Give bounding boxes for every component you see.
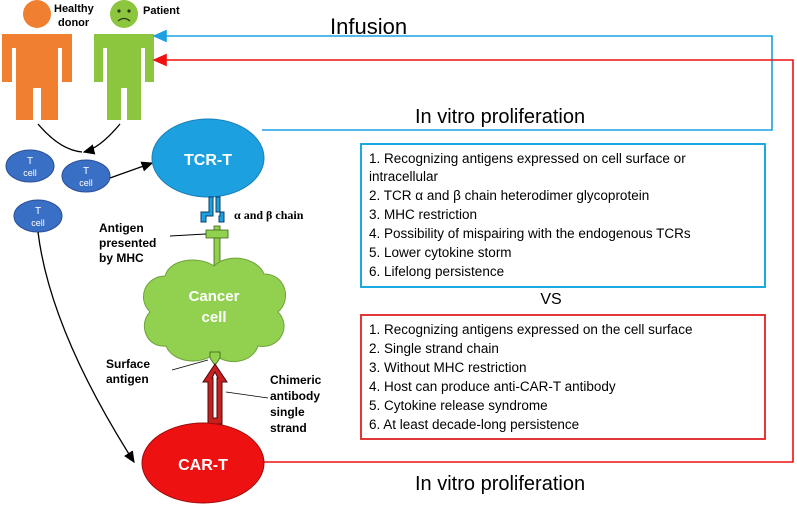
healthy-donor-label-2: donor bbox=[58, 17, 90, 29]
antigen-mhc-label-2: presented bbox=[99, 236, 156, 250]
tcr-property-line: 4. Possibility of mispairing with the en… bbox=[369, 226, 691, 241]
t-cell-1: T cell bbox=[5, 149, 55, 183]
cancer-cell-label-2: cell bbox=[201, 309, 226, 326]
chimeric-label-4: strand bbox=[270, 421, 307, 435]
in-vitro-proliferation-bottom: In vitro proliferation bbox=[415, 473, 585, 495]
tcr-t-cell bbox=[151, 118, 265, 198]
in-vitro-proliferation-top: In vitro proliferation bbox=[415, 106, 585, 128]
tcr-properties-box bbox=[360, 143, 766, 288]
tcr-receptor-icon bbox=[200, 196, 225, 223]
t-cell-2: T cell bbox=[61, 159, 111, 193]
alpha-beta-chain-label: α and β chain bbox=[234, 208, 304, 222]
car-property-line: 6. At least decade-long persistence bbox=[369, 417, 579, 432]
svg-text:T: T bbox=[27, 156, 33, 167]
tcr-property-line: 1. Recognizing antigens expressed on cel… bbox=[369, 151, 686, 166]
car-properties-list: 1. Recognizing antigens expressed on the… bbox=[369, 322, 692, 432]
donor-to-tcells-arrow bbox=[37, 123, 83, 153]
car-property-line: 5. Cytokine release syndrome bbox=[369, 398, 548, 413]
tcr-t-label: TCR-T bbox=[184, 152, 232, 169]
healthy-donor-label: Healthy bbox=[54, 3, 95, 15]
healthy-donor-figure bbox=[2, 0, 72, 120]
infusion-label: Infusion bbox=[330, 14, 407, 39]
patient-label: Patient bbox=[143, 5, 180, 17]
tcr-property-line: 5. Lower cytokine storm bbox=[369, 245, 512, 260]
antigen-mhc-label-3: by MHC bbox=[99, 251, 144, 265]
tcr-properties-list: 1. Recognizing antigens expressed on cel… bbox=[369, 151, 691, 279]
tcr-property-line: 3. MHC restriction bbox=[369, 207, 477, 222]
patient-to-tcells-arrow bbox=[82, 123, 121, 155]
car-t-cell bbox=[141, 422, 265, 504]
vs-label: VS bbox=[540, 291, 561, 308]
chimeric-label-2: antibody bbox=[270, 389, 320, 403]
antigen-pointer-line bbox=[169, 233, 207, 237]
svg-text:T: T bbox=[83, 166, 89, 177]
car-property-line: 1. Recognizing antigens expressed on the… bbox=[369, 322, 692, 337]
svg-text:T: T bbox=[35, 206, 41, 217]
tcr-property-line: 2. TCR α and β chain heterodimer glycopr… bbox=[369, 188, 649, 203]
car-receptor-icon bbox=[202, 363, 228, 425]
svg-text:cell: cell bbox=[31, 218, 45, 228]
car-properties-box bbox=[360, 314, 766, 440]
car-infusion-arrow bbox=[152, 53, 794, 463]
t-cell-3: T cell bbox=[13, 199, 63, 233]
svg-text:cell: cell bbox=[79, 178, 93, 188]
chimeric-label-3: single bbox=[270, 405, 305, 419]
tcr-property-line: 6. Lifelong persistence bbox=[369, 264, 504, 279]
tcell-to-cart-arrow bbox=[37, 231, 135, 464]
surface-antigen-icon bbox=[209, 351, 221, 365]
cancer-cell-label-1: Cancer bbox=[189, 288, 240, 305]
patient-figure bbox=[94, 0, 154, 120]
svg-text:cell: cell bbox=[23, 168, 37, 178]
car-property-line: 3. Without MHC restriction bbox=[369, 360, 527, 375]
tcr-infusion-arrow bbox=[152, 29, 773, 131]
surface-antigen-pointer bbox=[171, 359, 209, 371]
car-t-label: CAR-T bbox=[178, 457, 228, 474]
antigen-mhc-label-1: Antigen bbox=[99, 221, 144, 235]
surface-antigen-label-1: Surface bbox=[106, 357, 150, 371]
chimeric-label-1: Chimeric bbox=[270, 373, 322, 387]
car-property-line: 2. Single strand chain bbox=[369, 341, 499, 356]
car-property-line: 4. Host can produce anti-CAR-T antibody bbox=[369, 379, 616, 394]
cancer-cell bbox=[143, 257, 286, 362]
tcell-to-tcrt-arrow bbox=[109, 161, 154, 179]
chimeric-pointer bbox=[225, 391, 269, 399]
surface-antigen-label-2: antigen bbox=[106, 372, 149, 386]
tcr-property-line: intracellular bbox=[369, 169, 439, 184]
